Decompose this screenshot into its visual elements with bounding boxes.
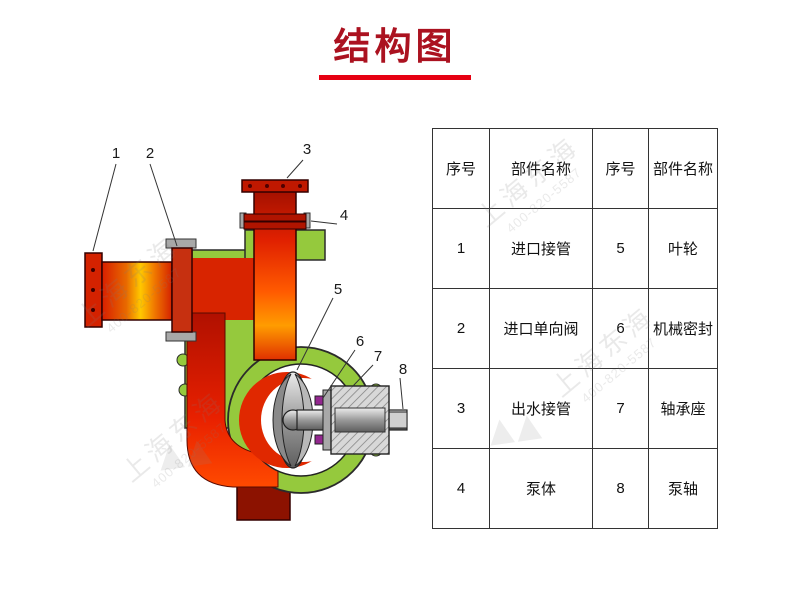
seq-cell: 7 (592, 368, 649, 449)
table-row: 1 进口接管 5 叶轮 (432, 208, 718, 289)
name-cell: 出水接管 (489, 368, 593, 449)
table-header-row: 序号 部件名称 序号 部件名称 (432, 128, 718, 209)
callout-leader-lines (92, 159, 404, 410)
seq-cell: 3 (432, 368, 490, 449)
inlet-pipe (84, 252, 173, 328)
name-cell: 叶轮 (648, 208, 718, 289)
name-cell: 进口单向阀 (489, 288, 593, 369)
pump-structure-diagram: 1 2 3 4 5 6 7 8 (35, 118, 445, 578)
page-title: 结构图 (333, 26, 457, 67)
callout-labels: 1 2 3 4 5 6 7 8 (112, 141, 407, 378)
seq-cell: 4 (432, 448, 490, 529)
callout-label-8: 8 (399, 361, 407, 378)
table-row: 2 进口单向阀 6 机械密封 (432, 288, 718, 369)
flow-passage (186, 258, 279, 488)
outlet-pipe (239, 179, 311, 361)
header-seq-right: 序号 (592, 128, 649, 209)
callout-label-5: 5 (334, 281, 342, 298)
callout-label-7: 7 (374, 348, 382, 365)
name-cell: 机械密封 (648, 288, 718, 369)
seq-cell: 2 (432, 288, 490, 369)
header-seq-left: 序号 (432, 128, 490, 209)
callout-label-6: 6 (356, 333, 364, 350)
impeller (272, 371, 314, 469)
name-cell: 泵体 (489, 448, 593, 529)
seq-cell: 5 (592, 208, 649, 289)
table-row: 4 泵体 8 泵轴 (432, 448, 718, 529)
callout-label-4: 4 (340, 207, 348, 224)
title-underline (319, 75, 471, 80)
seq-cell: 8 (592, 448, 649, 529)
name-cell: 泵轴 (648, 448, 718, 529)
name-cell: 轴承座 (648, 368, 718, 449)
bearing-housing (322, 385, 390, 455)
name-cell: 进口接管 (489, 208, 593, 289)
header-name-left: 部件名称 (489, 128, 593, 209)
seq-cell: 6 (592, 288, 649, 369)
page-header: 结构图 (0, 0, 790, 80)
callout-label-2: 2 (146, 145, 154, 162)
seq-cell: 1 (432, 208, 490, 289)
parts-table: 序号 部件名称 序号 部件名称 1 进口接管 5 叶轮 2 进口单向阀 6 机械… (432, 128, 718, 529)
table-row: 3 出水接管 7 轴承座 (432, 368, 718, 449)
header-name-right: 部件名称 (648, 128, 718, 209)
pump-cross-section: 1 2 3 4 5 6 7 8 (84, 141, 408, 521)
inlet-check-valve (165, 238, 197, 342)
callout-label-1: 1 (112, 145, 120, 162)
callout-label-3: 3 (303, 141, 311, 158)
